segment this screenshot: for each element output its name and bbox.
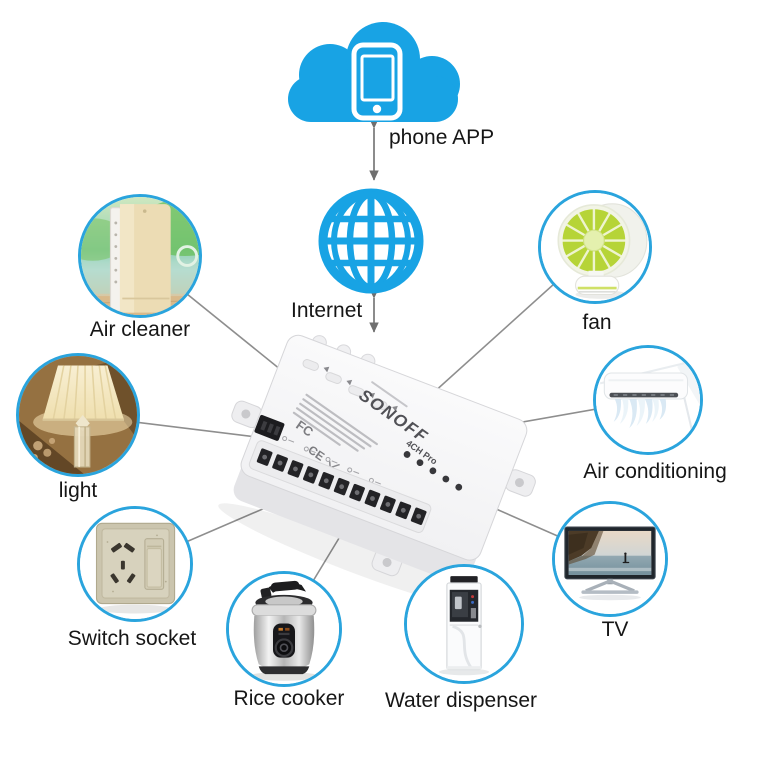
node-air-cleaner [78,194,202,318]
air-conditioner-icon [596,348,700,452]
switch-socket-label: Switch socket [67,627,197,650]
hub-device: SONOFF 4CH Pro FC CE [218,334,536,609]
status-leds [403,451,463,491]
smartphone-icon [351,42,403,121]
tv-icon [555,504,665,614]
phone-app-label: phone APP [389,126,495,149]
air-cleaner-label: Air cleaner [89,318,191,341]
water-dispenser-label: Water dispenser [384,689,538,712]
rice-cooker-label: Rice cooker [233,687,345,710]
terminal-block [248,414,432,533]
node-water-dispenser [404,564,524,684]
node-fan [538,190,652,304]
internet-label: Internet [291,299,363,322]
air-cleaner-icon [81,197,199,315]
tv-label: TV [601,618,629,641]
water-dispenser-icon [407,567,521,681]
spec-text-lines [292,393,378,452]
air-conditioning-label: Air conditioning [583,460,727,483]
node-rice-cooker [226,571,342,687]
light-label: light [58,479,98,502]
surfer-figure [622,552,630,564]
node-light [16,353,140,477]
channel-buttons [302,359,398,412]
internet-globe-icon [318,188,424,294]
lamp-icon [19,356,137,474]
node-air-conditioning [593,345,703,455]
node-switch-socket [77,506,193,622]
phone-app-cloud-icon [288,22,460,122]
fan-label: fan [582,311,612,334]
node-tv [552,501,668,617]
fan-icon [541,193,649,301]
wiring-glyphs [282,436,381,485]
socket-holes [110,542,136,584]
rice-cooker-icon [229,574,339,684]
wall-socket-icon [80,509,190,619]
